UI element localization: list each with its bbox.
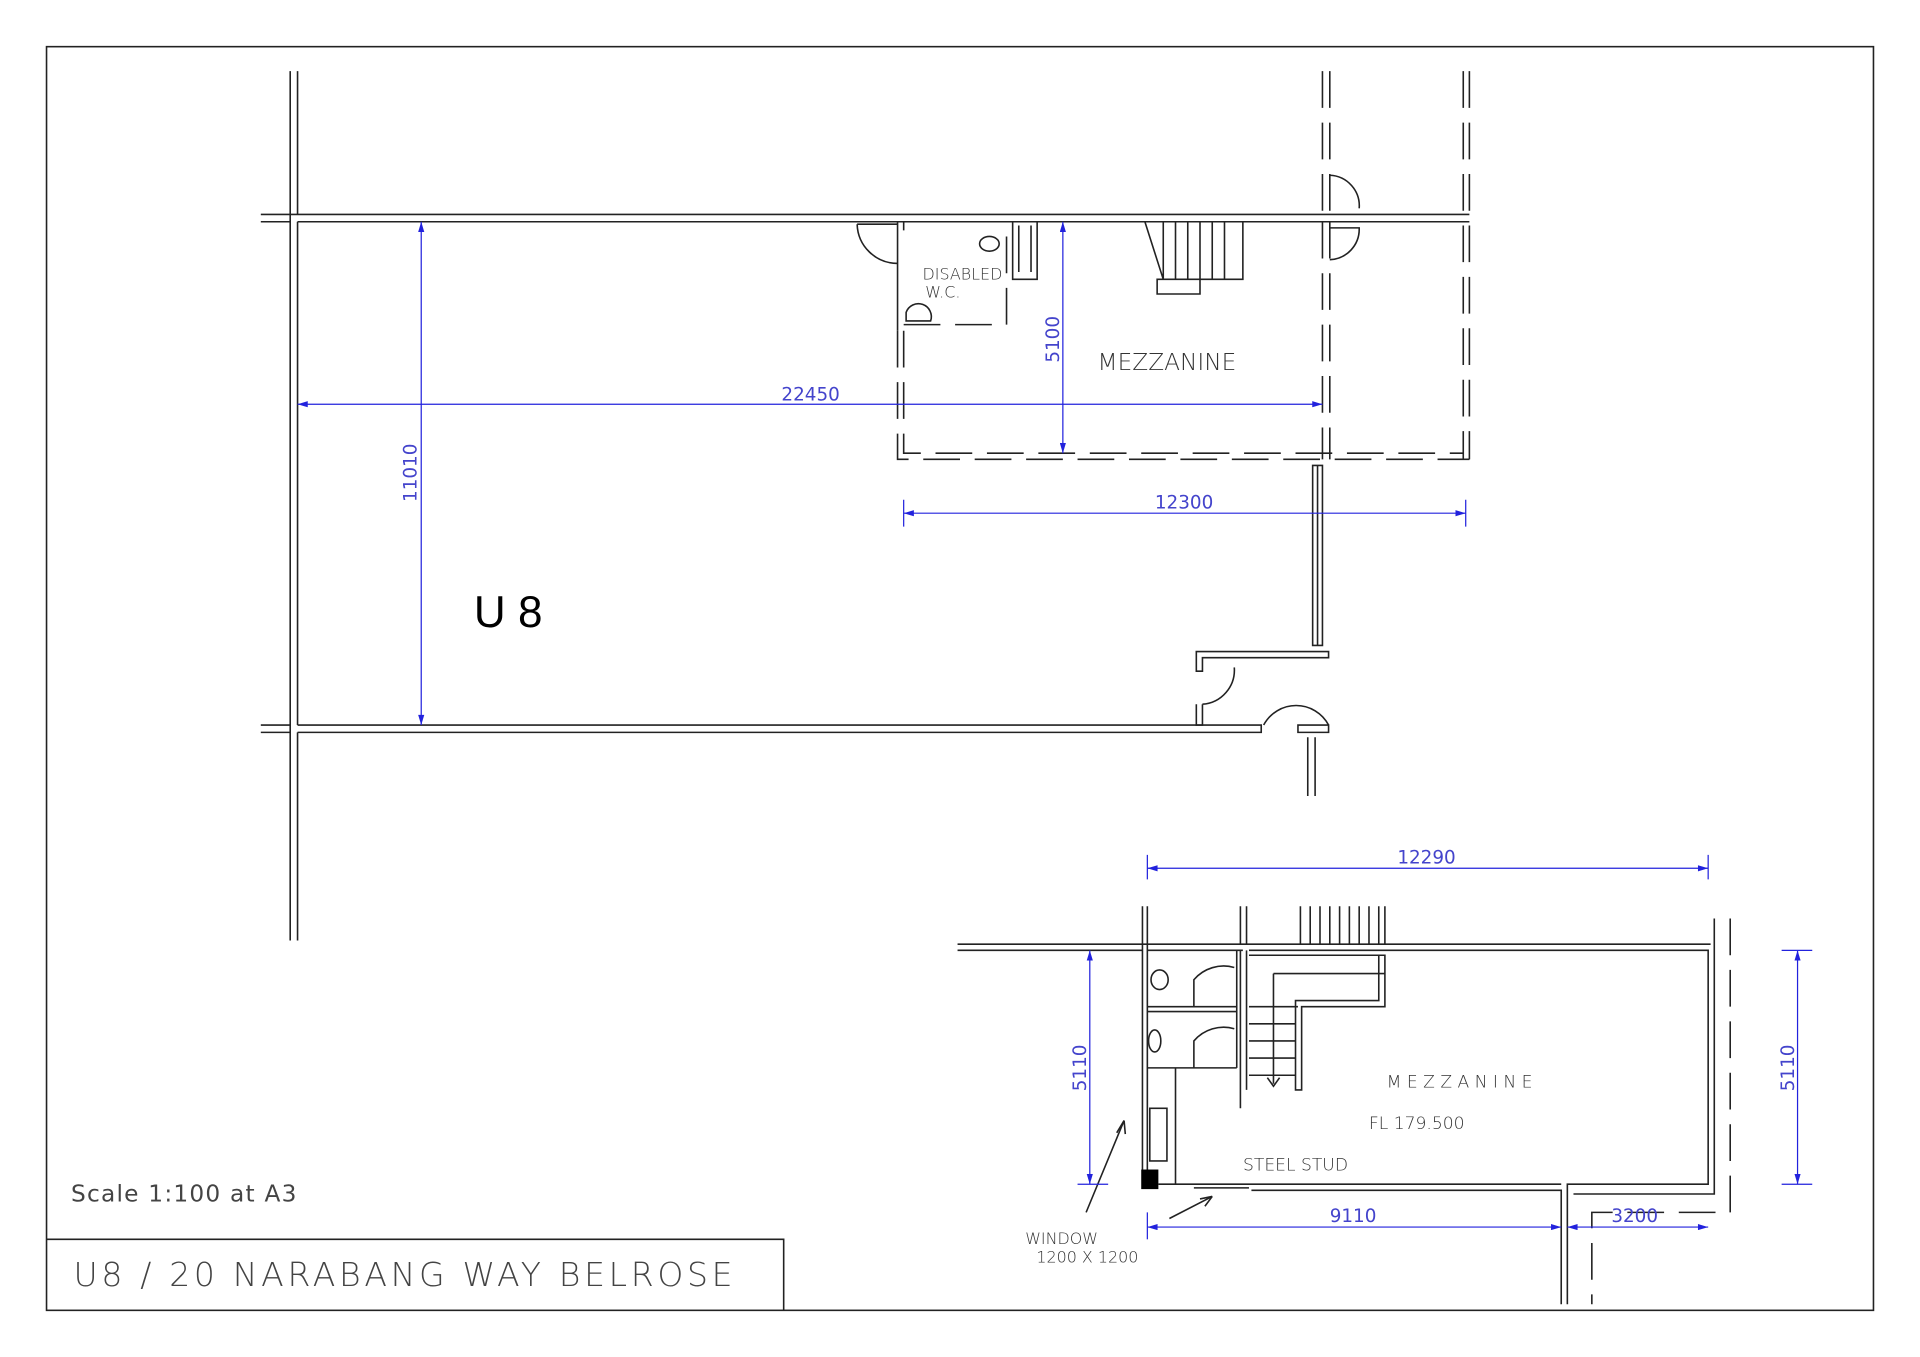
steel-stud-note: STEEL STUD <box>1243 1156 1348 1176</box>
mezzanine-label: MEZZANINE <box>1098 349 1237 376</box>
dimension-mezz-depth: 5100 <box>1043 221 1066 454</box>
dimension-width: 22450 <box>297 385 1323 408</box>
svg-text:9110: 9110 <box>1330 1206 1377 1227</box>
scale-note: Scale 1:100 at A3 <box>71 1180 298 1207</box>
dimension-depth: 11010 <box>400 221 425 726</box>
wc-label-2: W.C. <box>925 283 960 302</box>
unit-label: U 8 <box>474 588 543 637</box>
svg-text:5100: 5100 <box>1043 316 1064 363</box>
svg-text:5110: 5110 <box>1778 1045 1799 1092</box>
svg-text:5110: 5110 <box>1070 1045 1091 1092</box>
dimension-mezz-plan-width: 12290 <box>1146 847 1709 880</box>
dimension-bottom-left: 9110 <box>1146 1206 1562 1240</box>
window-note: WINDOW <box>1025 1229 1098 1248</box>
floor-level: FL 179.500 <box>1369 1114 1465 1134</box>
dimension-mezz-width: 12300 <box>903 492 1467 527</box>
dimension-mezz-plan-depth-left: 5110 <box>1070 950 1109 1185</box>
drawing-title: U8 / 20 NARABANG WAY BELROSE <box>73 1255 736 1294</box>
svg-text:11010: 11010 <box>400 444 421 502</box>
dimension-mezz-plan-depth-right: 5110 <box>1778 949 1813 1185</box>
dimension-bottom-right: 3200 <box>1567 1206 1709 1231</box>
drawing-border <box>45 45 1875 1312</box>
svg-text:3200: 3200 <box>1611 1206 1658 1227</box>
mezzanine-plan-label: M E Z Z A N I N E <box>1387 1072 1533 1092</box>
title-block: U8 / 20 NARABANG WAY BELROSE Scale 1:100… <box>46 1180 785 1311</box>
mezzanine-floor-plan: M E Z Z A N I N E FL 179.500 STEEL STUD … <box>957 847 1813 1305</box>
svg-text:12300: 12300 <box>1155 492 1213 513</box>
ground-floor-plan: U 8 DISABLED W.C. MEZZANINE 22450 11010 … <box>260 71 1471 941</box>
svg-text:12290: 12290 <box>1397 847 1455 868</box>
wc-label: DISABLED <box>923 264 1003 283</box>
window-size-note: 1200 X 1200 <box>1036 1248 1138 1267</box>
svg-text:22450: 22450 <box>781 385 839 406</box>
